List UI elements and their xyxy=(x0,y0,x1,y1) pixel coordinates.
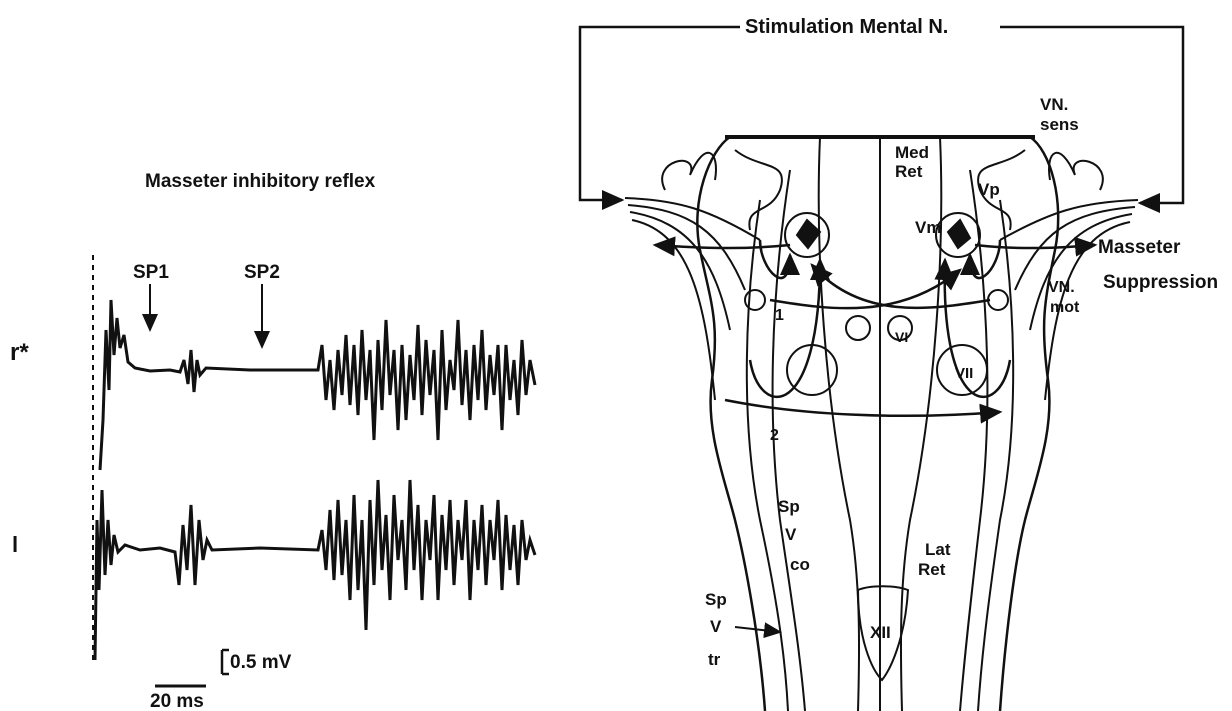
motor-output-right xyxy=(975,245,1095,248)
brainstem-diagram: Stimulation Mental N. xyxy=(580,16,1183,711)
nucleus-side-right xyxy=(988,290,1008,310)
med-ret-label: Med xyxy=(895,143,929,162)
sp-v-tr-label: Sp xyxy=(705,590,727,609)
sp-v-tr-label-3: tr xyxy=(708,650,721,669)
vii-label: VII xyxy=(955,365,973,382)
pathway-cross-1 xyxy=(770,270,960,308)
nucleus-side-left xyxy=(745,290,765,310)
vn-sens-label: VN. xyxy=(1040,95,1068,114)
brainstem-outline-right xyxy=(1000,137,1058,711)
vl-label: VI xyxy=(895,329,908,345)
nucleus-small-left xyxy=(846,316,870,340)
masseter-suppression-label: Masseter xyxy=(1098,237,1181,258)
sp-v-co-label: Sp xyxy=(778,497,800,516)
lat-ret-label: Lat xyxy=(925,540,951,559)
amplitude-scale-label: 0.5 mV xyxy=(230,652,292,673)
sp-v-tr-label-2: V xyxy=(710,617,722,636)
pathway-2-label: 2 xyxy=(770,427,779,444)
neuron-right xyxy=(948,220,970,248)
sp2-label: SP2 xyxy=(244,262,280,283)
lat-ret-label-2: Ret xyxy=(918,560,946,579)
emg-trace-left xyxy=(95,480,535,660)
trace-label-right: r* xyxy=(10,339,29,366)
upper-shape-right xyxy=(1049,153,1103,190)
time-scale-label: 20 ms xyxy=(150,691,204,711)
trace-label-left: l xyxy=(12,532,18,557)
sp-v-co-label-2: V xyxy=(785,525,797,544)
fibre-fan-right-1 xyxy=(1000,200,1138,240)
emg-trace-right xyxy=(100,300,535,470)
xii-label: XII xyxy=(870,623,891,642)
vm-label: Vm xyxy=(915,218,941,237)
sp-v-tr-arrow xyxy=(735,627,780,632)
med-ret-label-2: Ret xyxy=(895,162,923,181)
emg-panel-title: Masseter inhibitory reflex xyxy=(145,171,376,192)
pathway-2-left xyxy=(750,260,820,397)
stimulation-loop-right xyxy=(1000,27,1183,203)
fibre-fan-left-3 xyxy=(630,212,730,330)
pathway-1-label: 1 xyxy=(775,307,784,324)
lobe-left xyxy=(735,150,782,230)
sp-v-co-label-3: co xyxy=(790,555,810,574)
masseter-suppression-label-2: Suppression xyxy=(1103,272,1218,293)
vn-mot-label: VN. xyxy=(1048,279,1075,296)
vn-sens-label-2: sens xyxy=(1040,115,1079,134)
emg-panel: Masseter inhibitory reflex SP1 SP2 r* l … xyxy=(10,171,535,711)
upper-shape-left xyxy=(662,153,716,190)
sp1-label: SP1 xyxy=(133,262,169,283)
fibre-fan-left-1 xyxy=(625,198,760,240)
vn-mot-label-2: mot xyxy=(1050,299,1080,316)
stimulation-label: Stimulation Mental N. xyxy=(745,16,948,38)
neuron-left xyxy=(797,220,820,248)
pathway-low-cross xyxy=(725,400,1000,416)
vp-label: Vp xyxy=(978,180,1000,199)
